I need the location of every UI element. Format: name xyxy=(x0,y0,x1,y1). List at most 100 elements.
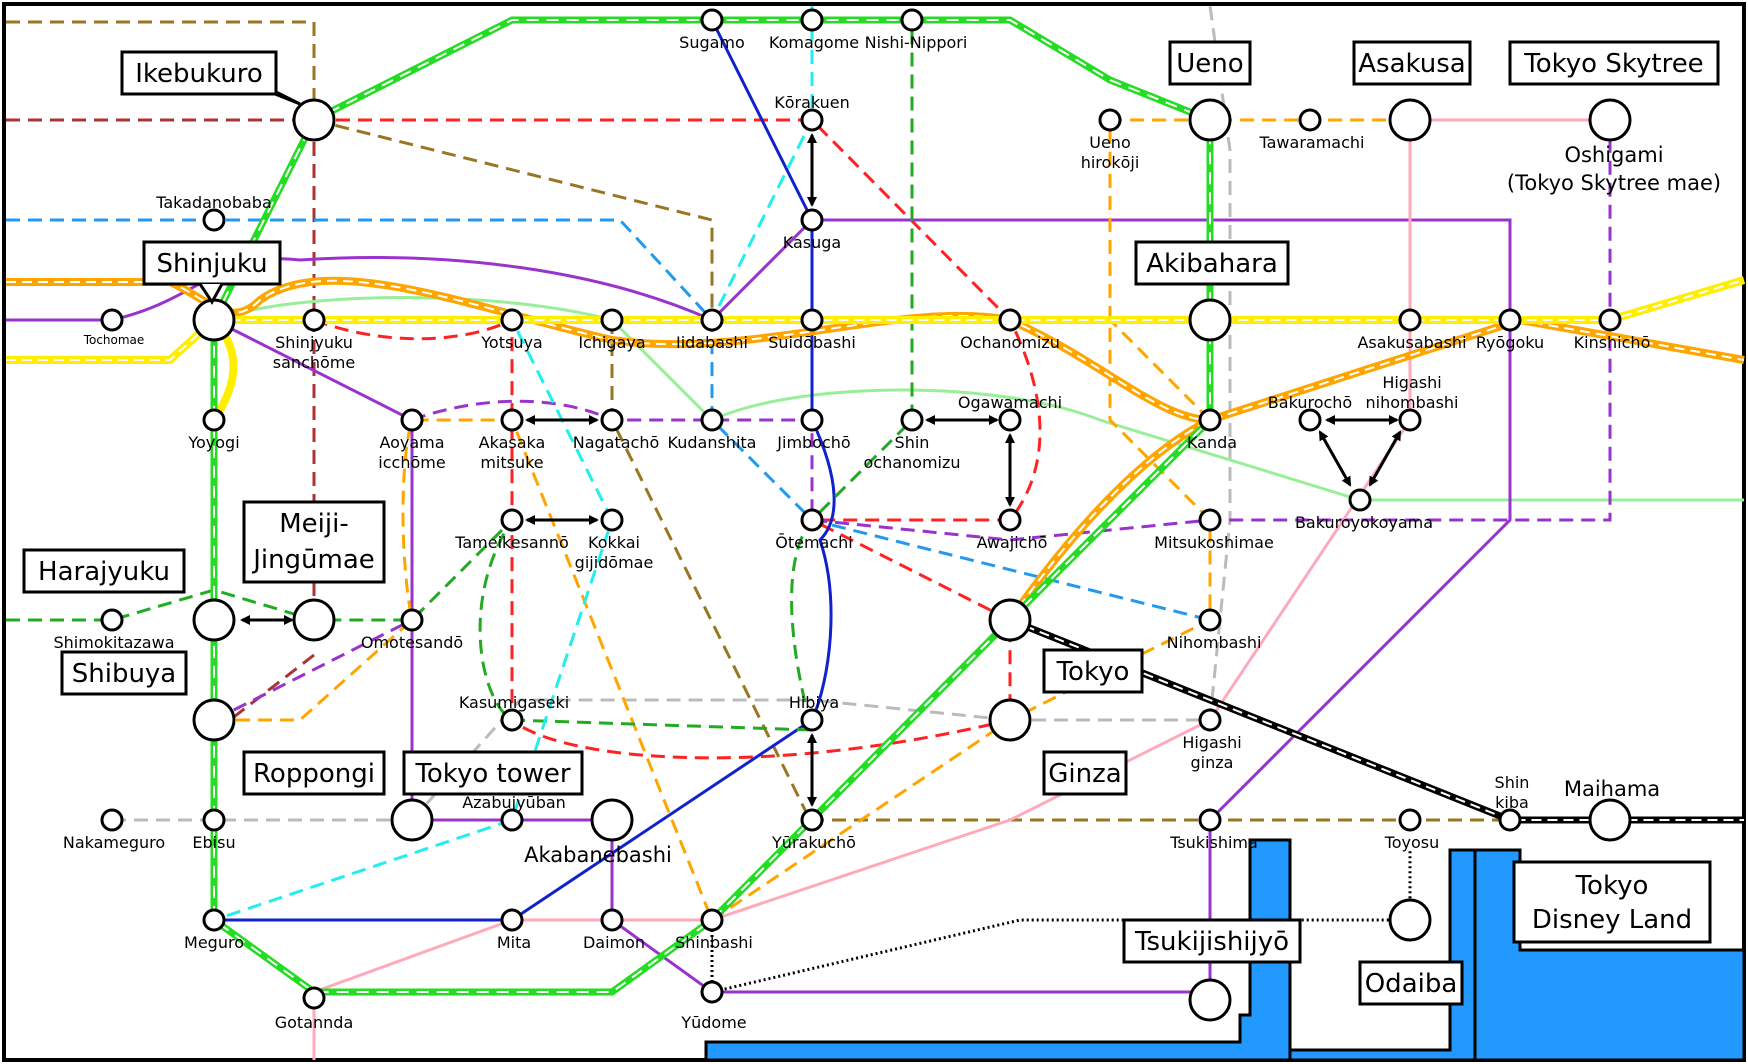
label-aoyama-icchome-1: Aoyama xyxy=(379,433,444,452)
station-suidobashi[interactable] xyxy=(800,308,824,332)
label-yurakucho: Yūrakuchō xyxy=(771,833,856,852)
station-mitsukoshimae[interactable] xyxy=(1198,508,1222,532)
station-ogawamachi[interactable] xyxy=(998,408,1022,432)
label-nishi-nippori: Nishi-Nippori xyxy=(865,33,968,52)
major-station-harajyuku[interactable] xyxy=(192,598,236,642)
major-station-odaiba[interactable] xyxy=(1388,898,1432,942)
major-station-ueno[interactable] xyxy=(1188,98,1232,142)
yurikamome-line xyxy=(710,850,1412,994)
station-daimon[interactable] xyxy=(600,908,624,932)
station-nishi-nippori[interactable] xyxy=(900,8,924,32)
major-station-tokyo[interactable] xyxy=(988,598,1032,642)
station-kinshicho[interactable] xyxy=(1598,308,1622,332)
major-station-ginza[interactable] xyxy=(988,698,1032,742)
station-shinjyuku-sanchome[interactable] xyxy=(302,308,326,332)
station-akasaka-mitsuke[interactable] xyxy=(500,408,524,432)
label-tawaramachi: Tawaramachi xyxy=(1259,133,1365,152)
label-kanda: Kanda xyxy=(1187,433,1237,452)
label-higashi-ginza-2: ginza xyxy=(1191,753,1234,772)
station-yotsuya[interactable] xyxy=(500,308,524,332)
major-station-tsukijishijyo[interactable] xyxy=(1188,978,1232,1022)
station-ichigaya[interactable] xyxy=(600,308,624,332)
station-asakusabashi[interactable] xyxy=(1398,308,1422,332)
major-station-maihama[interactable] xyxy=(1588,798,1632,842)
station-tawaramachi[interactable] xyxy=(1298,108,1322,132)
major-station-meiji-jingumae[interactable] xyxy=(292,598,336,642)
tokyo-bay-water xyxy=(704,838,1746,1062)
station-omotesando[interactable] xyxy=(400,608,424,632)
label-komagome: Komagome xyxy=(769,33,859,52)
station-bakuroyokoyama[interactable] xyxy=(1348,488,1372,512)
station-aoyama-icchome[interactable] xyxy=(400,408,424,432)
station-yurakucho[interactable] xyxy=(800,808,824,832)
station-ueno-hirokoji[interactable] xyxy=(1098,108,1122,132)
major-station-shinjuku[interactable] xyxy=(192,298,236,342)
station-takadanobaba[interactable] xyxy=(202,208,226,232)
label-roppongi: Roppongi xyxy=(253,759,375,789)
label-kokkai-gijidomae-1: Kokkai xyxy=(588,533,640,552)
station-toyosu[interactable] xyxy=(1398,808,1422,832)
major-station-shibuya[interactable] xyxy=(192,698,236,742)
label-omotesando: Omotesandō xyxy=(361,633,463,652)
label-ryogoku: Ryōgoku xyxy=(1476,333,1544,352)
station-tsukishima[interactable] xyxy=(1198,808,1222,832)
station-ryogoku[interactable] xyxy=(1498,308,1522,332)
label-higashi-ginza-1: Higashi xyxy=(1182,733,1241,752)
station-komagome[interactable] xyxy=(800,8,824,32)
label-kokkai-gijidomae-2: gijidōmae xyxy=(575,553,654,572)
label-shinjyuku-sanchome-1: Shinjyuku xyxy=(275,333,353,352)
station-korakuen[interactable] xyxy=(800,108,824,132)
major-station-akabanebashi[interactable] xyxy=(590,798,634,842)
station-tochomae[interactable] xyxy=(100,308,124,332)
station-hibiya[interactable] xyxy=(800,708,824,732)
station-shinbashi[interactable] xyxy=(700,908,724,932)
station-gotannda[interactable] xyxy=(302,986,326,1010)
label-shibuya: Shibuya xyxy=(72,659,177,689)
label-meguro: Meguro xyxy=(184,933,244,952)
station-sugamo[interactable] xyxy=(700,8,724,32)
station-shin-ochanomizu[interactable] xyxy=(900,408,924,432)
station-otemachi[interactable] xyxy=(800,508,824,532)
label-awajicho: Awajichō xyxy=(977,533,1048,552)
label-ueno: Ueno xyxy=(1176,49,1243,79)
label-azabujyuban: Azabujyūban xyxy=(462,793,566,812)
station-nihombashi[interactable] xyxy=(1198,608,1222,632)
station-yudome[interactable] xyxy=(700,980,724,1004)
station-mita[interactable] xyxy=(500,908,524,932)
station-jimbocho[interactable] xyxy=(800,408,824,432)
station-shimokitazawa[interactable] xyxy=(100,608,124,632)
label-hibiya: Hibiya xyxy=(789,693,839,712)
major-station-akibahara[interactable] xyxy=(1188,298,1232,342)
major-station-oshigami[interactable] xyxy=(1588,98,1632,142)
station-ebisu[interactable] xyxy=(202,808,226,832)
major-station-roppongi[interactable] xyxy=(390,798,434,842)
station-kasuga[interactable] xyxy=(800,208,824,232)
station-tameikesanno[interactable] xyxy=(500,508,524,532)
station-azabujyuban[interactable] xyxy=(500,808,524,832)
label-suidobashi: Suidōbashi xyxy=(768,333,856,352)
station-nagatacho[interactable] xyxy=(600,408,624,432)
station-higashi-nihombashi[interactable] xyxy=(1398,408,1422,432)
station-kasumigaseki[interactable] xyxy=(500,708,524,732)
label-meiji-jingumae-1: Meiji- xyxy=(279,509,348,539)
station-nakameguro[interactable] xyxy=(100,808,124,832)
label-takadanobaba: Takadanobaba xyxy=(155,193,272,212)
station-meguro[interactable] xyxy=(202,908,226,932)
station-shin-kiba[interactable] xyxy=(1498,808,1522,832)
station-bakurocho[interactable] xyxy=(1298,408,1322,432)
station-awajicho[interactable] xyxy=(998,508,1022,532)
label-asakusabashi: Asakusabashi xyxy=(1357,333,1466,352)
station-higashi-ginza[interactable] xyxy=(1198,708,1222,732)
label-iidabashi: Iidabashi xyxy=(676,333,748,352)
major-station-ikebukuro[interactable] xyxy=(292,98,336,142)
station-kanda[interactable] xyxy=(1198,408,1222,432)
station-kudanshita[interactable] xyxy=(700,408,724,432)
major-station-asakusa[interactable] xyxy=(1388,98,1432,142)
station-labels: Sugamo Komagome Nishi-Nippori Kōrakuen U… xyxy=(54,33,1651,1032)
station-kokkai-gijidomae[interactable] xyxy=(600,508,624,532)
station-ochanomizu[interactable] xyxy=(998,308,1022,332)
label-yoyogi: Yoyogi xyxy=(187,433,239,452)
label-yotsuya: Yotsuya xyxy=(480,333,542,352)
station-yoyogi[interactable] xyxy=(202,408,226,432)
station-iidabashi[interactable] xyxy=(700,308,724,332)
